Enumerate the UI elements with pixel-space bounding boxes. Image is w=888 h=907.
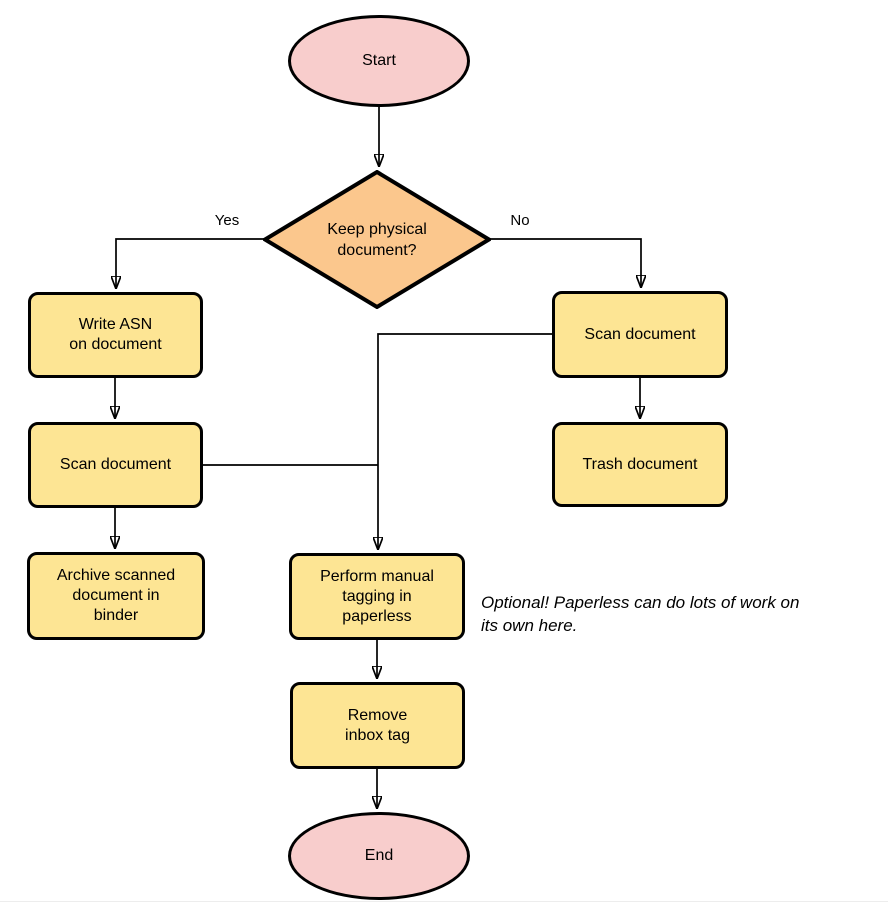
process-scan-document-right: Scan document: [552, 291, 728, 378]
process-archive-scanned-document: Archive scanned document in binder: [27, 552, 205, 640]
bottom-divider: [0, 901, 888, 902]
start-terminal: Start: [288, 15, 470, 107]
process-remove-inbox-tag: Remove inbox tag: [290, 682, 465, 769]
edge-no-decision-to-scan-right: [490, 238, 641, 287]
decision-keep-physical-document: Keep physical document?: [263, 170, 491, 309]
process-manual-tagging: Perform manual tagging in paperless: [289, 553, 465, 640]
edge-label-yes: Yes: [214, 212, 240, 229]
edge-yes-decision-to-write-asn: [116, 238, 264, 288]
process-trash-document: Trash document: [552, 422, 728, 507]
edge-label-no: No: [510, 212, 530, 229]
decision-label: Keep physical document?: [327, 220, 427, 259]
process-scan-document-left: Scan document: [28, 422, 203, 508]
note-optional-paperless: Optional! Paperless can do lots of work …: [481, 593, 800, 635]
decision-diamond-shape: [263, 170, 491, 309]
edge-scan-right-to-tagging: [378, 333, 552, 549]
process-write-asn-on-document: Write ASN on document: [28, 292, 203, 378]
end-terminal: End: [288, 812, 470, 900]
